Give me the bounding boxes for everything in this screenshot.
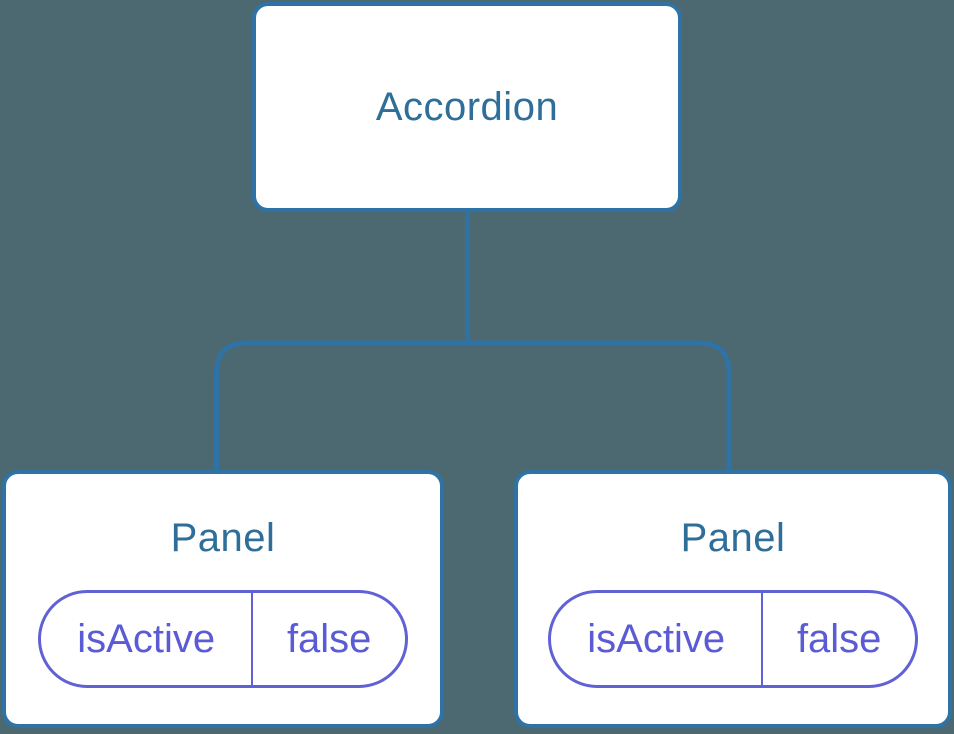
accordion-node-label: Accordion bbox=[375, 84, 559, 129]
state-name: isActive bbox=[77, 616, 216, 661]
panel-node-label: Panel bbox=[170, 516, 276, 560]
branch-bracket-line bbox=[214, 340, 732, 472]
state-name: isActive bbox=[587, 616, 726, 661]
state-pill: isActive false bbox=[548, 590, 918, 688]
state-value: false bbox=[251, 593, 405, 685]
state-value: false bbox=[761, 593, 915, 685]
panel-node-left: Panel isActive false bbox=[2, 470, 444, 728]
panel-node-right: Panel isActive false bbox=[514, 470, 952, 728]
state-pill: isActive false bbox=[38, 590, 408, 688]
panel-node-label: Panel bbox=[680, 516, 786, 560]
accordion-node: Accordion bbox=[252, 2, 682, 212]
